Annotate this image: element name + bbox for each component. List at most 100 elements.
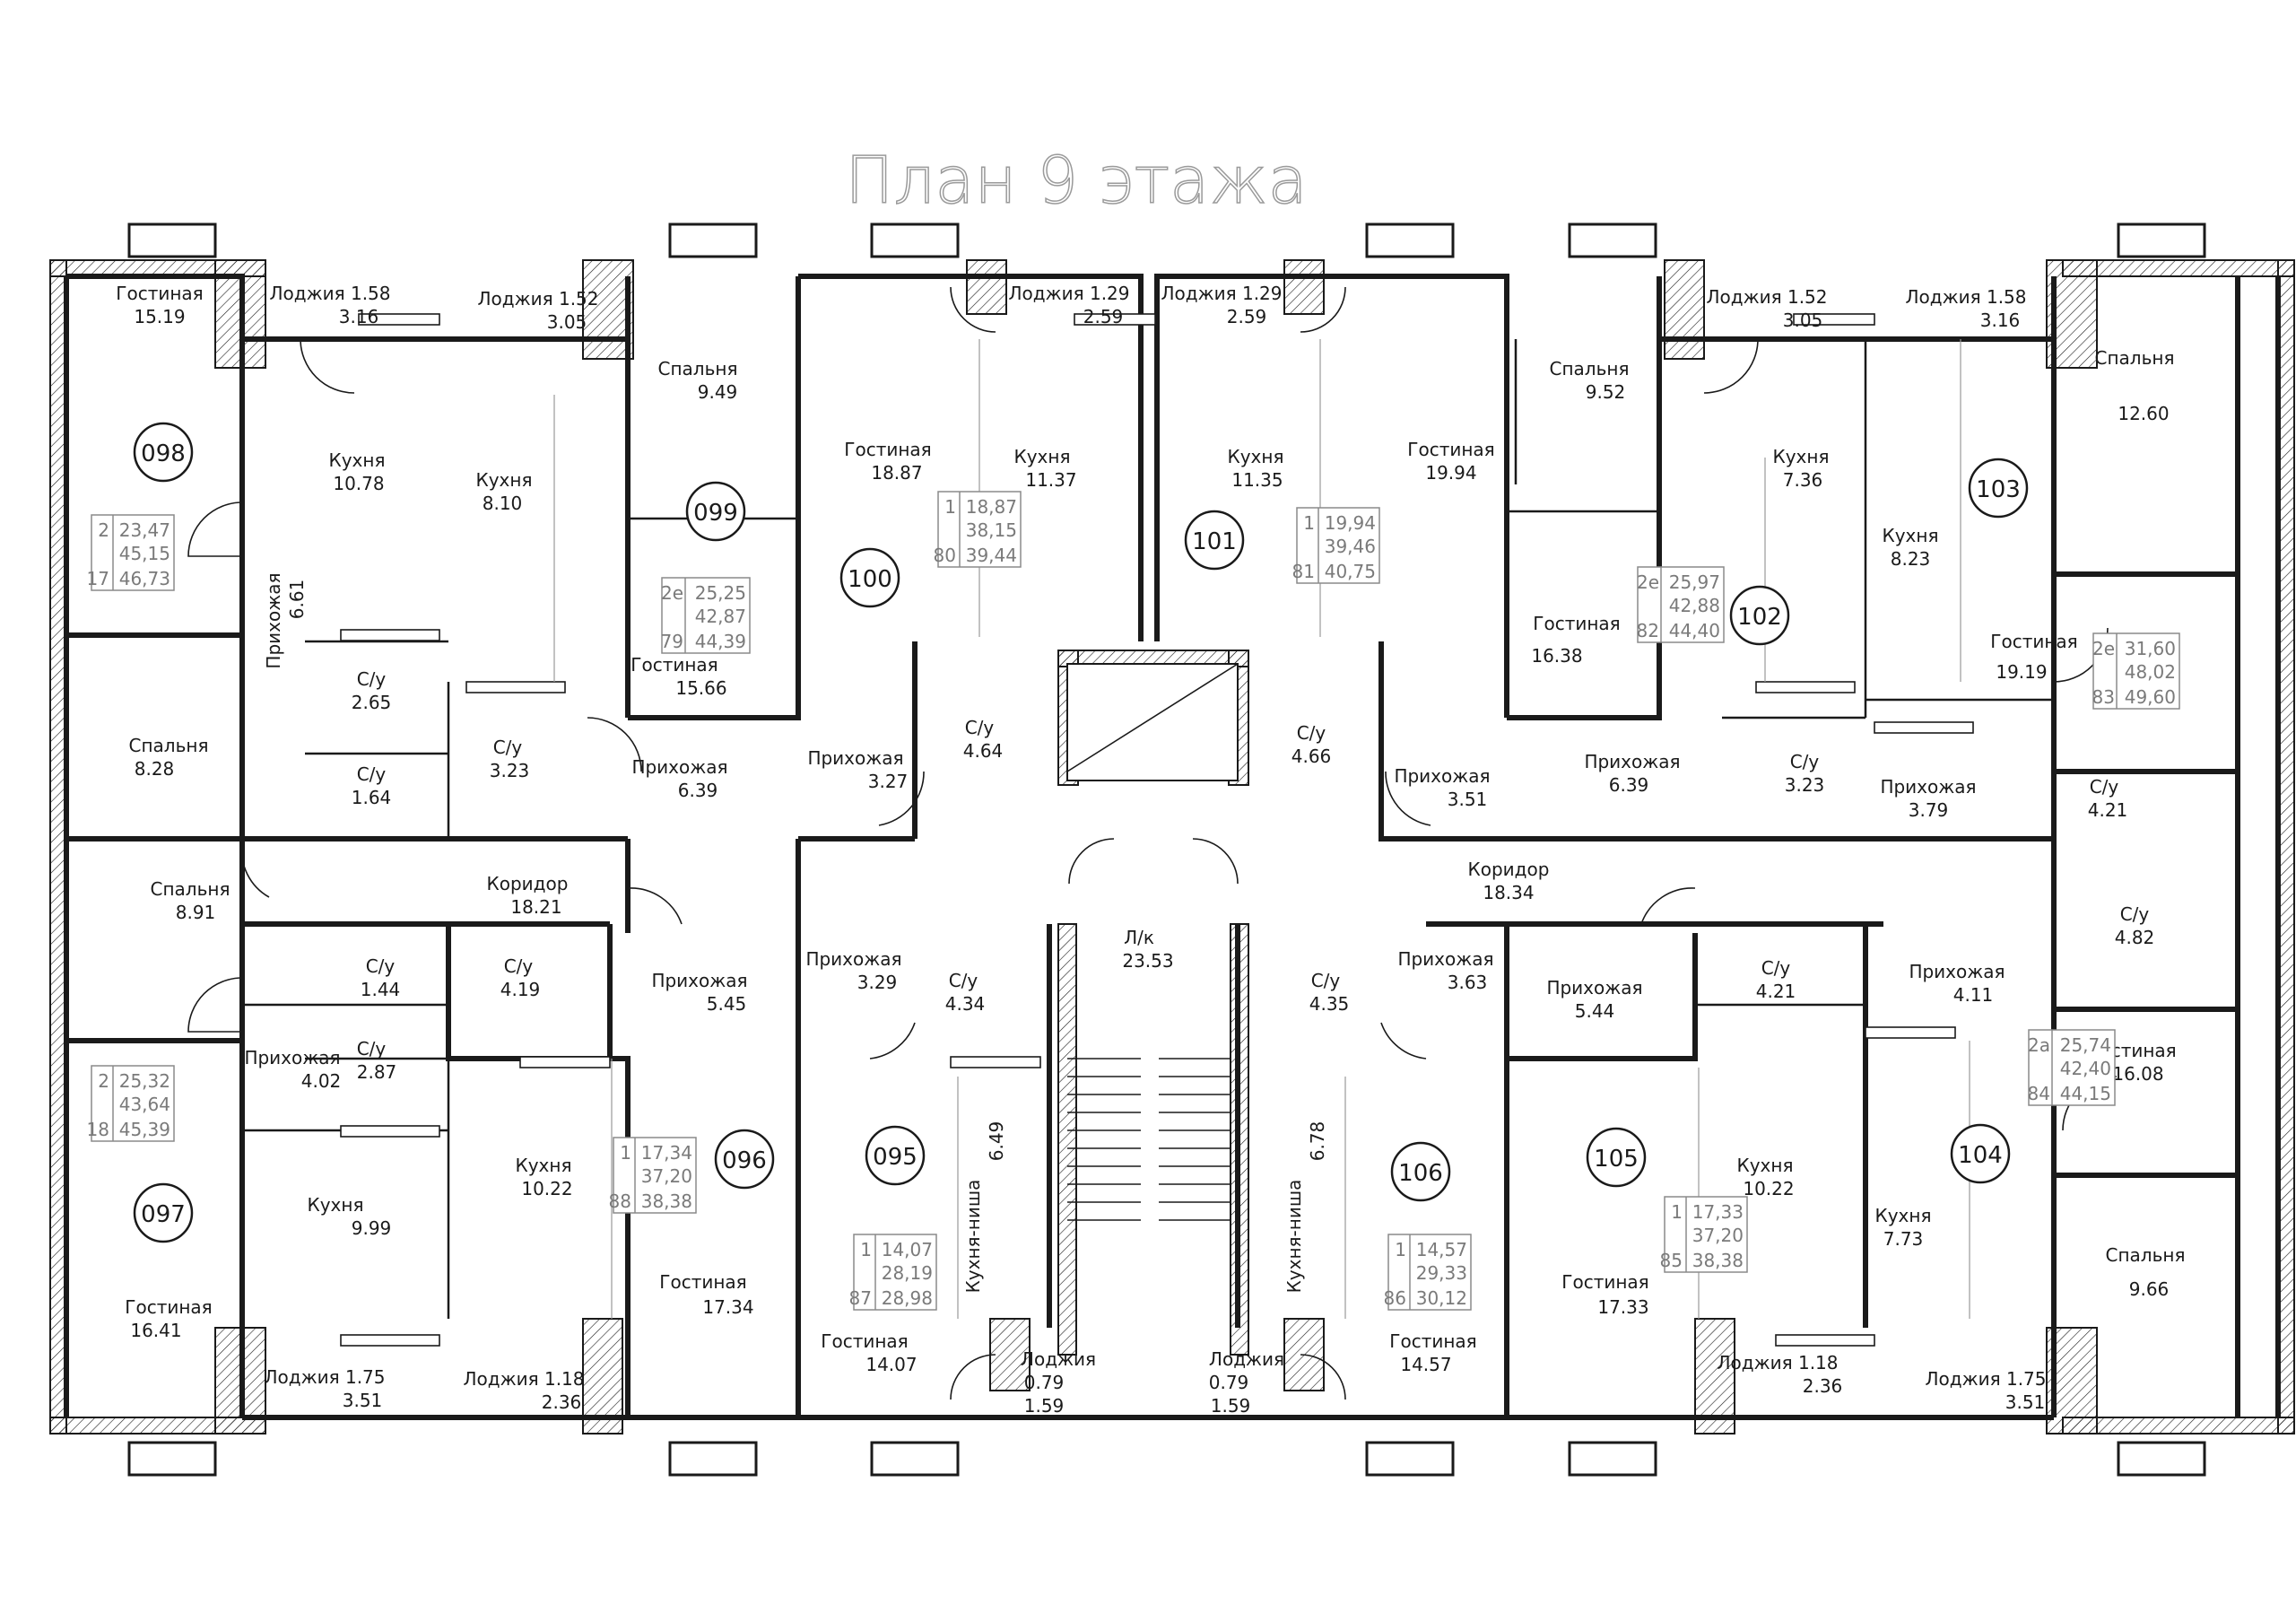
room-area: 8.23 [1891,548,1931,570]
room-area: 9.99 [352,1217,392,1239]
svg-text:44,40: 44,40 [1669,620,1720,641]
svg-text:2а: 2а [2028,1034,2050,1056]
room-name: Прихожая [805,948,901,970]
room-area: 4.66 [1292,746,1332,767]
room-area: 4.82 [2115,927,2155,948]
room-name: Лоджия 1.75 [264,1366,385,1388]
room-area: 17.33 [1597,1296,1648,1318]
room-name: С/у [493,737,523,758]
room-name: Лоджия [1021,1348,1096,1370]
room-area: 16.08 [2112,1063,2163,1085]
room-name: Лоджия 1.18 [1717,1352,1838,1373]
svg-text:87: 87 [849,1287,872,1309]
room-area: 10.78 [333,473,384,494]
room-name: Прихожая [1880,776,1976,798]
room-name: С/у [2120,903,2150,925]
room-area: 4.02 [301,1070,342,1092]
room-area: 4.35 [1309,993,1350,1015]
svg-text:39,46: 39,46 [1325,536,1376,557]
room-area: 11.35 [1231,469,1283,491]
room-area: 3.79 [1909,799,1949,821]
room-area: 3.63 [1448,972,1488,993]
room-name: С/у [1311,970,1341,991]
svg-text:2: 2 [98,519,109,541]
room-area: 11.37 [1025,469,1076,491]
room-name: Прихожая [1909,961,2005,982]
room-area: 9.66 [2129,1278,2170,1300]
room-area: 16.38 [1531,645,1582,667]
apartment-number: 104 [1958,1142,2003,1169]
room-name: Прихожая [651,970,747,991]
svg-text:83: 83 [2092,686,2115,708]
svg-text:1: 1 [1671,1201,1683,1223]
room-name: Гостиная [659,1271,746,1293]
svg-text:39,44: 39,44 [966,545,1017,566]
room-area: 4.19 [500,979,541,1000]
room-name: Прихожая [244,1047,340,1068]
room-area: 2.59 [1227,306,1267,327]
room-name: Гостиная [1533,613,1620,634]
room-name: Спальня [1550,358,1630,379]
svg-text:85: 85 [1660,1250,1683,1271]
svg-text:30,12: 30,12 [1416,1287,1467,1309]
room-name: Прихожая [1394,765,1490,787]
room-name: Прихожая [1397,948,1493,970]
room-name: С/у [1761,957,1791,979]
apartment-number: 103 [1976,476,2021,503]
room-name: Кухня [476,469,533,491]
svg-text:29,33: 29,33 [1416,1262,1467,1284]
room-name: Кухня [1737,1155,1794,1176]
svg-text:42,87: 42,87 [695,606,746,627]
room-name: Лоджия 1.52 [477,288,598,310]
svg-text:25,25: 25,25 [695,582,746,604]
room-area: 1.59 [1024,1395,1065,1417]
room-area: 3.16 [1980,310,2021,331]
svg-text:37,20: 37,20 [641,1165,692,1187]
room-area: 3.05 [1783,310,1823,331]
svg-text:40,75: 40,75 [1325,561,1376,582]
svg-text:82: 82 [1637,620,1659,641]
room-name: Кухня [1773,446,1830,467]
apartment-number: 106 [1398,1160,1443,1187]
svg-text:17,33: 17,33 [1692,1201,1744,1223]
room-name: Коридор [1468,859,1550,880]
apartment-number: 095 [873,1144,918,1171]
room-area: 8.28 [135,758,175,780]
svg-text:38,15: 38,15 [966,519,1017,541]
room-area: 18.34 [1483,882,1534,903]
room-area: 3.16 [339,306,379,327]
apartment-number: 096 [722,1147,767,1174]
svg-text:81: 81 [1292,561,1315,582]
svg-text:45,39: 45,39 [119,1119,170,1140]
room-name: Кухня [1883,525,1939,546]
room-area: 18.87 [871,462,922,484]
room-area: 4.11 [1953,984,1994,1006]
room-name: Кухня [308,1194,364,1216]
apartment-number: 097 [141,1201,186,1228]
room-name: Кухня [1228,446,1284,467]
apartment-badges: 098 099 100 101 102 103 097 096 095 106 … [133,422,2029,1243]
room-name: С/у [1790,751,1820,772]
room-area: 2.36 [1803,1375,1843,1397]
svg-text:1: 1 [1303,512,1315,534]
room-area: 16.41 [130,1320,181,1341]
room-name: Л/к [1124,927,1154,948]
room-name: С/у [357,1038,387,1060]
svg-text:2е: 2е [661,582,683,604]
room-area: 23.53 [1122,950,1173,972]
room-name: Спальня [2106,1244,2186,1266]
room-area: 7.73 [1883,1228,1924,1250]
svg-text:18: 18 [87,1119,109,1140]
room-area: 3.27 [868,771,909,792]
room-area: 14.07 [865,1354,917,1375]
room-name: Кухня [516,1155,572,1176]
room-area: 2.65 [352,692,392,713]
room-area: 9.49 [698,381,738,403]
svg-text:48,02: 48,02 [2125,661,2176,683]
